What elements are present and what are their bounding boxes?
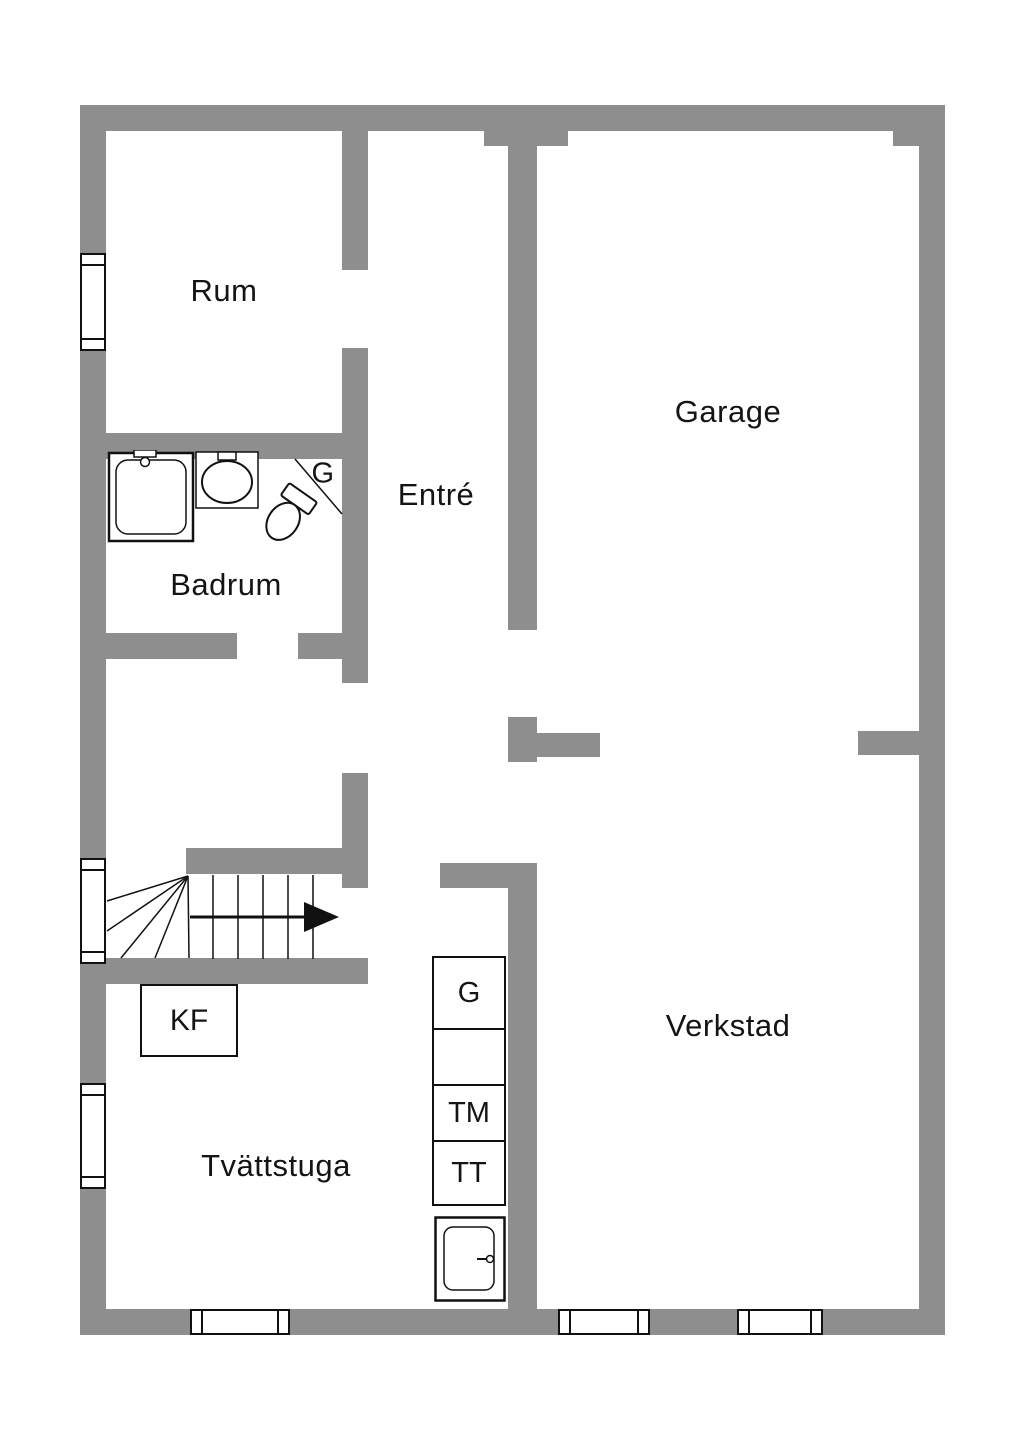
- shower-icon: [107, 449, 195, 543]
- wall-top: [80, 105, 945, 131]
- stair-direction-arrow: [190, 902, 339, 932]
- room-label-rum: Rum: [190, 273, 258, 308]
- wall-entre-garage: [508, 131, 537, 630]
- window-left-stairs: [80, 858, 106, 964]
- wall-stair-bottom: [106, 958, 368, 984]
- fridge-freezer-label: KF: [169, 1003, 209, 1037]
- laundry-sink: [434, 1216, 506, 1302]
- cabinet-cell: G: [434, 958, 504, 1030]
- window-left-rum: [80, 253, 106, 351]
- room-label-verkstad: Verkstad: [665, 1008, 791, 1043]
- washbasin-icon: [195, 451, 259, 509]
- window-left-laundry: [80, 1083, 106, 1189]
- tumble-dryer-cell: TT: [434, 1142, 504, 1204]
- room-label-entre: Entré: [397, 477, 475, 512]
- window-bottom-laundry: [190, 1309, 290, 1335]
- room-label-garage: Garage: [674, 394, 782, 429]
- appliance-column: G TM TT: [432, 956, 506, 1206]
- washing-machine-label: TM: [448, 1096, 490, 1129]
- toilet-icon: [265, 482, 318, 541]
- wall-mid-stub-horizontal: [537, 733, 600, 757]
- window-bottom-verkstad-1: [558, 1309, 650, 1335]
- wall-stair-top: [186, 848, 368, 874]
- wall-top-pillar-right: [893, 131, 919, 146]
- wall-badrum-bottom-right: [298, 633, 342, 659]
- empty-cell: [434, 1030, 504, 1086]
- wall-badrum-bottom-left: [106, 633, 237, 659]
- cabinet-label: G: [457, 976, 481, 1009]
- closet-label-badrum: G: [311, 457, 335, 490]
- fridge-freezer-box: KF: [140, 984, 238, 1057]
- washing-machine-cell: TM: [434, 1086, 504, 1142]
- tumble-dryer-label: TT: [451, 1156, 487, 1189]
- wall-rum-badrum-right: [342, 348, 368, 683]
- room-label-tvattstuga: Tvättstuga: [201, 1148, 351, 1183]
- sink-icon: [434, 1216, 506, 1302]
- room-label-badrum: Badrum: [170, 567, 282, 602]
- bathroom-fixtures: [106, 449, 346, 575]
- wall-garage-right-stub: [858, 731, 919, 755]
- closet-diagonal: [294, 458, 343, 515]
- wall-verkstad-left: [508, 863, 537, 1309]
- wall-right: [919, 105, 945, 1335]
- wall-rum-right-upper: [342, 131, 368, 270]
- window-bottom-verkstad-2: [737, 1309, 823, 1335]
- stairs: [106, 874, 342, 960]
- wall-mid-stub-vertical: [508, 717, 537, 762]
